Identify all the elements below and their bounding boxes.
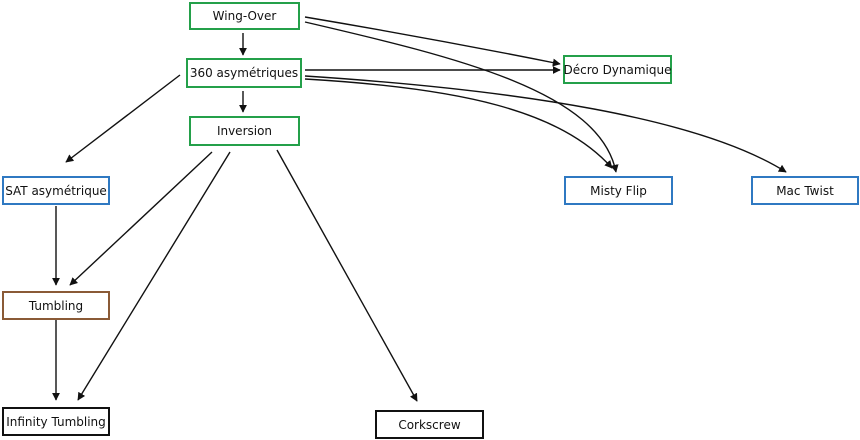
node-decro-dynamique[interactable]: Décro Dynamique xyxy=(563,55,672,84)
node-label: 360 asymétriques xyxy=(189,66,299,80)
node-label: Wing-Over xyxy=(212,9,277,23)
node-wing-over[interactable]: Wing-Over xyxy=(189,2,300,30)
edge-wing-over-to-decro xyxy=(304,16,561,67)
node-label: Mac Twist xyxy=(776,183,834,198)
node-misty-flip[interactable]: Misty Flip xyxy=(564,176,673,205)
edge-inversion-to-tumbling xyxy=(69,151,213,286)
node-360-asymetriques[interactable]: 360 asymétriques xyxy=(186,58,302,88)
node-mac-twist[interactable]: Mac Twist xyxy=(751,176,859,205)
edge-360-to-sat xyxy=(65,74,181,163)
edge-360-to-mac xyxy=(304,75,787,173)
node-label: Corkscrew xyxy=(398,417,461,432)
node-label: Tumbling xyxy=(28,298,84,313)
node-sat-asymetrique[interactable]: SAT asymétrique xyxy=(2,176,110,205)
edge-inversion-to-corkscrew xyxy=(276,149,418,402)
node-label: Décro Dynamique xyxy=(563,62,672,77)
node-label: Infinity Tumbling xyxy=(6,414,106,429)
node-inversion[interactable]: Inversion xyxy=(189,116,300,146)
edge-wing-over-to-misty xyxy=(304,21,619,173)
node-tumbling[interactable]: Tumbling xyxy=(2,291,110,320)
node-label: SAT asymétrique xyxy=(5,183,107,198)
node-label: Misty Flip xyxy=(590,183,647,198)
node-infinity-tumbling[interactable]: Infinity Tumbling xyxy=(2,407,110,436)
node-corkscrew[interactable]: Corkscrew xyxy=(375,410,484,439)
edge-360-to-misty xyxy=(304,78,613,169)
edge-inversion-to-infinity xyxy=(77,151,231,401)
node-label: Inversion xyxy=(216,124,273,138)
